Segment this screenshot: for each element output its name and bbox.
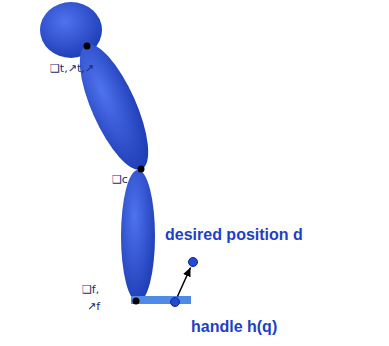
foot-plate xyxy=(131,296,191,304)
point-dot xyxy=(188,257,198,267)
lower-leg xyxy=(121,170,155,302)
joint-symbol-label: ❑f, xyxy=(82,283,99,296)
point-label: handle h(q) xyxy=(189,318,279,336)
point-label: desired position d xyxy=(163,226,305,244)
torso xyxy=(66,36,162,178)
ankle-joint xyxy=(133,298,140,305)
knee-joint xyxy=(138,166,145,173)
arrow-connector xyxy=(177,267,190,296)
joint-symbol-label: ❑c xyxy=(112,173,128,186)
neck-joint xyxy=(84,43,91,50)
point-dot xyxy=(170,297,180,307)
joint-symbol-label: ❑t,↗t,↗ xyxy=(50,62,94,75)
joint-symbol-label: ↗f xyxy=(87,300,100,313)
